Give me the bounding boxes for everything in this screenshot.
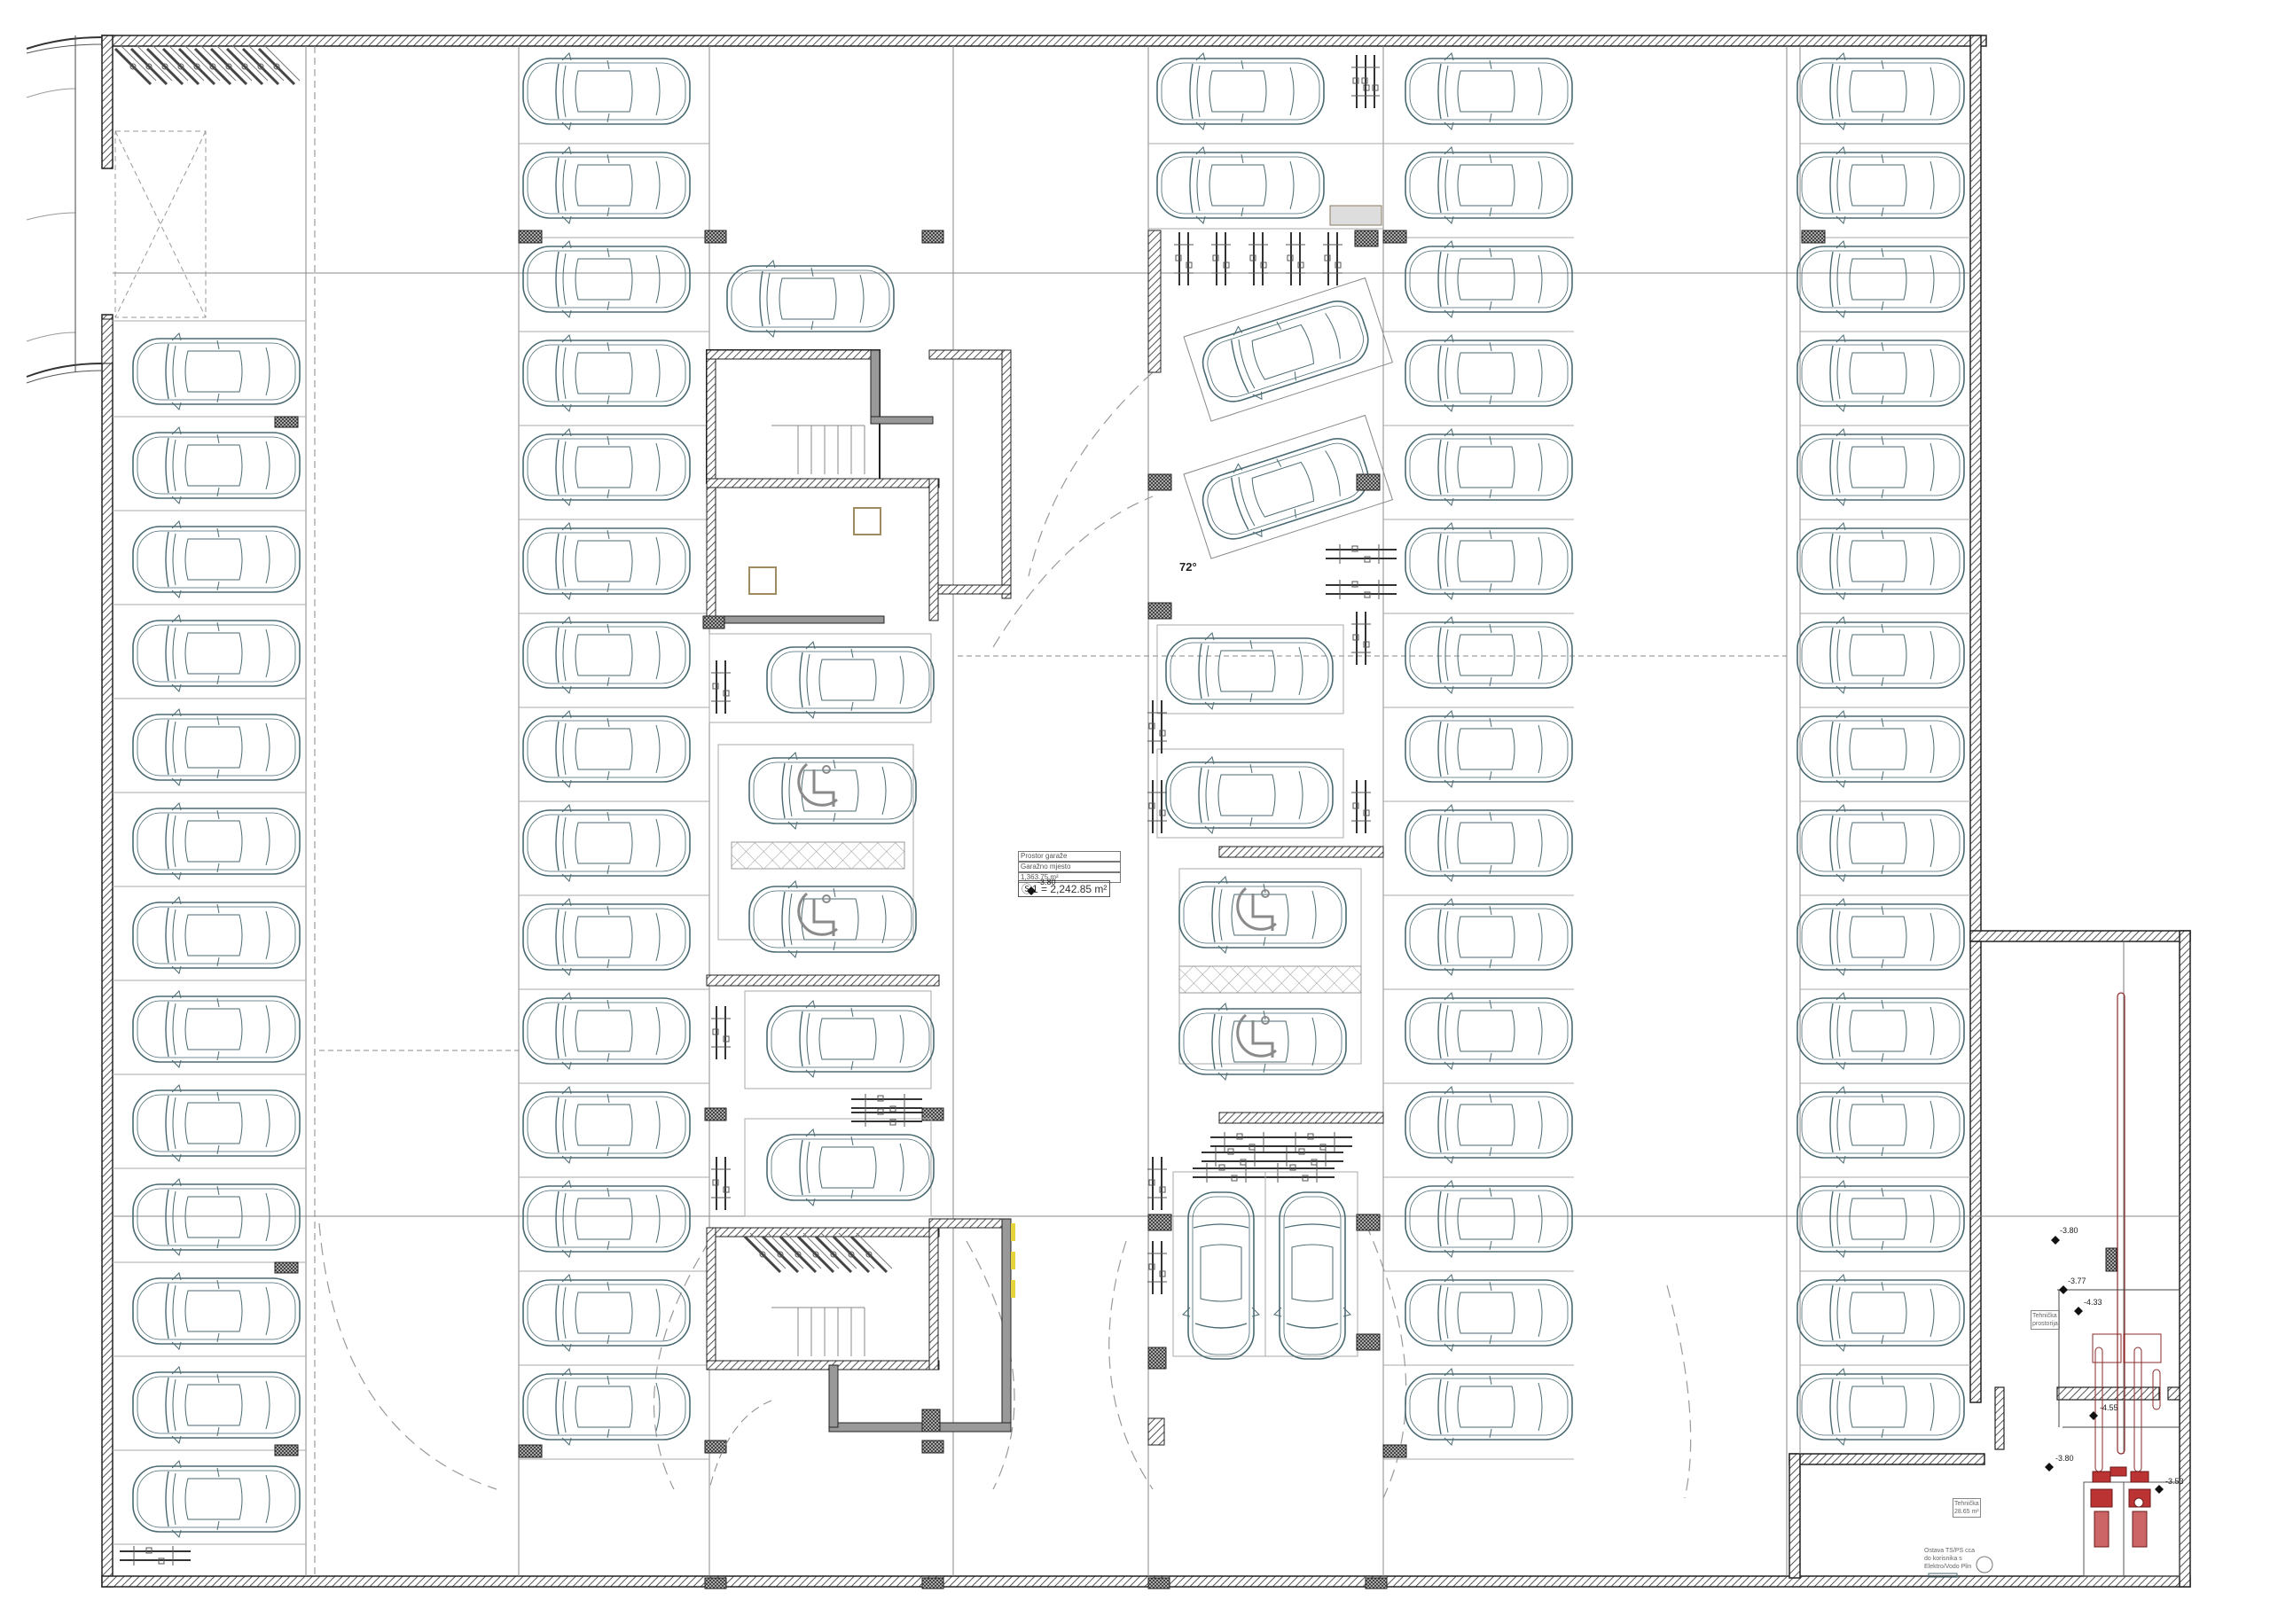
utility-note-line-1: Ostava TS/PS cca	[1924, 1548, 1976, 1554]
elevation-tech-3: -4.33	[2084, 1298, 2102, 1307]
elevation-main: -3.80	[1037, 878, 1056, 886]
storage-room-label: Tehnička 28.65 m²	[1953, 1498, 1981, 1518]
stair-core-south	[706, 1218, 1015, 1490]
parking-column-c	[706, 260, 940, 1217]
technical-room	[2057, 941, 2180, 1577]
elevation-tech-6: -3.53	[2165, 1477, 2184, 1486]
elevation-tech-5: -3.80	[2055, 1454, 2074, 1463]
parking-column-e	[1382, 52, 1574, 1460]
elevation-markers	[1027, 886, 2164, 1494]
grid-lines	[113, 46, 2180, 1576]
outer-walls	[26, 35, 2191, 1588]
utility-note: Ostava TS/PS cca do korisnika s Elektro/…	[1924, 1547, 1975, 1571]
tech-label-line-2: prostorija	[2032, 1321, 2058, 1327]
utility-note-line-2: do korisnika s	[1924, 1556, 1962, 1562]
parking-column-a	[113, 43, 306, 1566]
parking-column-d	[1147, 52, 1397, 1589]
north-arrow-icon	[1976, 1556, 1993, 1573]
parking-angle-label: 72°	[1179, 560, 1197, 574]
total-area-label: Ⓢ1 = 2,242.85 m²	[1018, 880, 1111, 897]
elevation-tech-1: -3.80	[2060, 1226, 2078, 1235]
area-box-line-3: 1,363.75 m²	[1018, 872, 1121, 883]
storage-label-line-2: 28.65 m²	[1954, 1509, 1979, 1515]
stair-core-north	[702, 349, 1012, 629]
utility-note-line-3: Elektro/Vodo Plin	[1924, 1564, 1972, 1570]
technical-room-label: Tehnička prostorija	[2031, 1310, 2060, 1330]
area-summary-box: Prostor garaže Garažno mjesto 1,363.75 m…	[1018, 851, 1121, 883]
parking-column-b	[518, 52, 944, 1589]
area-box-line-2: Garažno mjesto	[1018, 862, 1121, 872]
elevation-tech-4: -4.55	[2100, 1403, 2118, 1412]
area-box-line-1: Prostor garaže	[1018, 851, 1121, 862]
parking-column-f	[1796, 52, 1970, 1446]
tech-label-line-1: Tehnička	[2032, 1313, 2057, 1319]
elevation-tech-2: -3.77	[2068, 1277, 2086, 1285]
storage-label-line-1: Tehnička	[1954, 1501, 1979, 1507]
